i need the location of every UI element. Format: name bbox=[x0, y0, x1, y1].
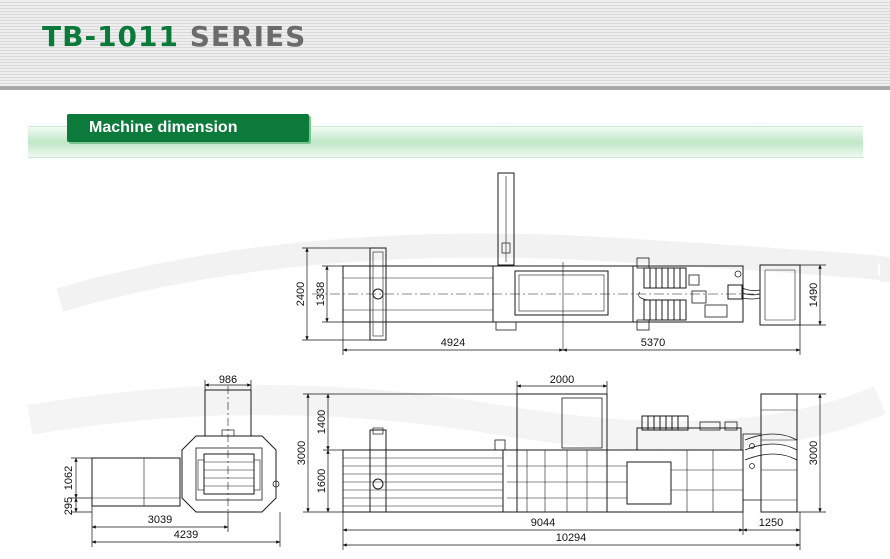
dim-side-height-right: 3000 bbox=[808, 441, 820, 465]
dim-end-height-lower: 295 bbox=[63, 497, 75, 515]
end-view-bale bbox=[203, 453, 255, 495]
end-view-frame bbox=[181, 435, 277, 513]
top-view-power-deck bbox=[632, 265, 744, 323]
top-view-dimension-lines bbox=[302, 247, 826, 355]
dim-side-height-lower: 1600 bbox=[316, 469, 328, 493]
top-view-motor-2 bbox=[643, 299, 687, 321]
end-view-bale-chute bbox=[91, 457, 181, 507]
side-view-dimension-lines bbox=[303, 381, 826, 550]
top-view bbox=[312, 172, 801, 350]
side-view-chamber bbox=[342, 449, 504, 513]
side-view-body bbox=[502, 449, 744, 513]
side-view-access-panel bbox=[626, 461, 672, 505]
end-view-dimension-lines bbox=[71, 380, 281, 547]
dim-side-length-total: 10294 bbox=[556, 532, 587, 544]
background-swoosh bbox=[27, 385, 886, 451]
side-view bbox=[342, 393, 798, 513]
page-title: TB-1011 SERIES bbox=[42, 20, 306, 53]
dim-top-height-right: 1490 bbox=[808, 283, 820, 307]
dim-side-length-tail: 1250 bbox=[759, 517, 783, 529]
dim-top-height-chamber: 1338 bbox=[315, 282, 327, 306]
dim-side-height-total: 3000 bbox=[296, 441, 308, 465]
top-view-door-frame bbox=[369, 247, 387, 341]
top-view-discharge bbox=[759, 264, 801, 326]
side-view-power-unit bbox=[636, 427, 742, 451]
side-view-discharge bbox=[760, 393, 798, 513]
dim-end-width-total: 4239 bbox=[174, 529, 198, 541]
end-view bbox=[91, 386, 280, 513]
dim-side-height-upper: 1400 bbox=[316, 410, 328, 434]
side-view-motor bbox=[641, 415, 689, 431]
side-view-door-frame bbox=[369, 429, 387, 513]
section-strip bbox=[28, 126, 863, 158]
dim-top-height-total: 2400 bbox=[295, 282, 307, 306]
dim-top-length-rear: 5370 bbox=[641, 337, 665, 349]
top-view-pivot bbox=[372, 288, 384, 300]
dim-side-length-main: 9044 bbox=[531, 517, 555, 529]
background-swoosh bbox=[56, 233, 890, 312]
dim-end-width-inner: 3039 bbox=[148, 514, 172, 526]
top-view-hopper-opening bbox=[514, 270, 609, 316]
header-band bbox=[0, 0, 890, 86]
side-view-pivot bbox=[372, 478, 384, 490]
series-label: SERIES bbox=[189, 20, 307, 53]
top-view-motor-1 bbox=[643, 267, 687, 289]
top-view-valve-block bbox=[727, 284, 743, 300]
section-label: Machine dimension bbox=[67, 114, 309, 142]
dim-end-height-upper: 1062 bbox=[63, 466, 75, 490]
header-rule bbox=[0, 86, 890, 90]
dim-side-hopper-width: 2000 bbox=[550, 374, 574, 386]
top-view-column bbox=[497, 172, 515, 266]
dim-end-width-top: 986 bbox=[219, 374, 237, 386]
model-name: TB-1011 bbox=[42, 20, 179, 53]
dim-top-length-front: 4924 bbox=[441, 337, 465, 349]
